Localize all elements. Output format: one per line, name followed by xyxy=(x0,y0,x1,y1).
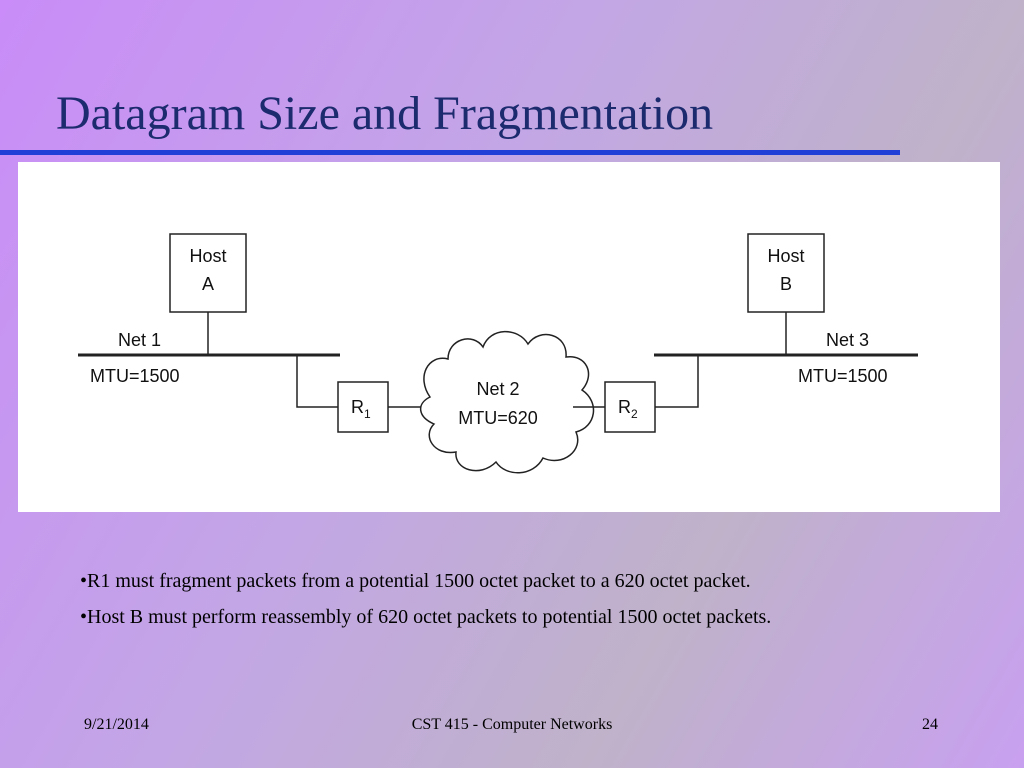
slide-title: Datagram Size and Fragmentation xyxy=(56,87,714,140)
net3-mtu: MTU=1500 xyxy=(798,366,888,386)
host-a-label-line1: Host xyxy=(189,246,226,266)
r2-net3-link xyxy=(655,355,699,408)
bullet-item: •Host B must perform reassembly of 620 o… xyxy=(80,606,772,628)
net1-label: Net 1 xyxy=(118,330,161,350)
net2-label: Net 2 xyxy=(476,379,519,399)
r1-net1-link xyxy=(296,355,338,408)
bullet-list: •R1 must fragment packets from a potenti… xyxy=(80,566,960,638)
host-a-box xyxy=(169,233,247,313)
network-diagram: Host A Net 1 MTU=1500 R1 Net 2 MTU=620 R… xyxy=(18,162,1000,512)
footer-date: 9/21/2014 xyxy=(84,716,149,733)
bullet-item: •R1 must fragment packets from a potenti… xyxy=(80,570,751,592)
router-r2-label: R2 xyxy=(618,397,638,421)
net2-cloud xyxy=(420,330,595,474)
net1-mtu: MTU=1500 xyxy=(90,366,180,386)
host-a-label-line2: A xyxy=(202,274,214,294)
footer-course: CST 415 - Computer Networks xyxy=(411,716,613,733)
net3-label: Net 3 xyxy=(826,330,869,350)
host-b-label-line2: B xyxy=(780,274,792,294)
title-underline xyxy=(0,150,900,155)
router-r1-label: R1 xyxy=(351,397,371,421)
net2-mtu: MTU=620 xyxy=(458,408,538,428)
footer-page-number: 24 xyxy=(922,716,938,733)
host-b-label-line1: Host xyxy=(767,246,804,266)
